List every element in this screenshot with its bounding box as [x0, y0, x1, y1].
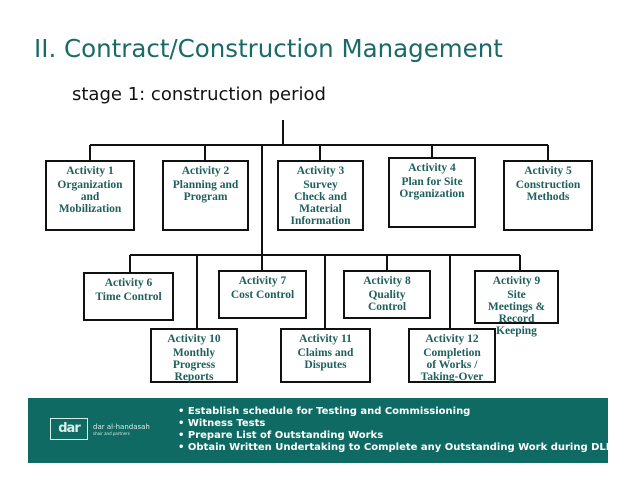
activity-box-11: Activity 11 Claims and Disputes — [280, 328, 371, 383]
activity-heading: Activity 5 — [524, 165, 572, 177]
activity-box-5: Activity 5 Construction Methods — [503, 160, 593, 231]
activity-heading: Activity 2 — [181, 165, 230, 177]
page-subtitle: stage 1: construction period — [72, 84, 326, 105]
activity-text: Claims and Disputes — [297, 347, 354, 371]
activity-text: Planning and Program — [172, 179, 239, 203]
bullet-item: Witness Tests — [178, 418, 613, 430]
footer-banner: dar dar al-handasah shair and partners E… — [28, 398, 613, 463]
activity-box-7: Activity 7 Cost Control — [218, 270, 307, 319]
activity-box-3: Activity 3 Survey Check and Material Info… — [277, 160, 364, 231]
activity-box-8: Activity 8 Quality Control — [343, 270, 431, 319]
logo-name: dar al-handasah — [93, 422, 150, 431]
activity-box-4: Activity 4 Plan for Site Organization — [388, 157, 476, 228]
activity-box-2: Activity 2 Planning and Program — [162, 160, 249, 231]
bullet-item: Obtain Written Undertaking to Complete a… — [178, 442, 613, 454]
footer-bullets: Establish schedule for Testing and Commi… — [178, 406, 613, 454]
activity-box-10: Activity 10 Monthly Progress Reports — [150, 328, 238, 383]
activity-text: Cost Control — [230, 289, 295, 301]
activity-heading: Activity 12 — [425, 333, 479, 345]
page-title: II. Contract/Construction Management — [34, 34, 503, 63]
logo-mark: dar — [50, 418, 88, 440]
activity-box-6: Activity 6 Time Control — [83, 272, 174, 321]
bullet-item: Prepare List of Outstanding Works — [178, 430, 613, 442]
activity-text: Plan for Site Organization — [399, 176, 465, 200]
activity-heading: Activity 9 — [492, 275, 541, 287]
logo-sub: shair and partners — [93, 430, 130, 436]
activity-text: Quality Control — [367, 289, 407, 313]
dar-logo: dar dar al-handasah shair and partners — [50, 418, 150, 440]
activity-heading: Activity 11 — [299, 333, 352, 345]
activity-heading: Activity 3 — [296, 165, 345, 177]
activity-heading: Activity 7 — [238, 275, 287, 287]
activity-text: Time Control — [95, 291, 162, 303]
activity-box-1: Activity 1 Organization and Mobilization — [45, 160, 135, 231]
activity-text: Survey Check and Material Information — [290, 179, 351, 227]
activity-text: Organization and Mobilization — [57, 179, 123, 215]
activity-heading: Activity 6 — [104, 277, 153, 289]
activity-box-12: Activity 12 Completion of Works / Taking-… — [408, 328, 496, 383]
activity-heading: Activity 8 — [363, 275, 411, 287]
activity-heading: Activity 4 — [408, 162, 456, 174]
bullet-item: Establish schedule for Testing and Commi… — [178, 406, 613, 418]
activity-text: Completion of Works / Taking-Over — [420, 347, 484, 383]
activity-text: Site Meetings & Record Keeping — [487, 289, 546, 337]
activity-heading: Activity 10 — [167, 333, 221, 345]
activity-text: Monthly Progress Reports — [172, 347, 216, 383]
activity-heading: Activity 1 — [66, 165, 114, 177]
activity-text: Construction Methods — [515, 179, 581, 203]
activity-box-9: Activity 9 Site Meetings & Record Keeping — [474, 270, 559, 337]
